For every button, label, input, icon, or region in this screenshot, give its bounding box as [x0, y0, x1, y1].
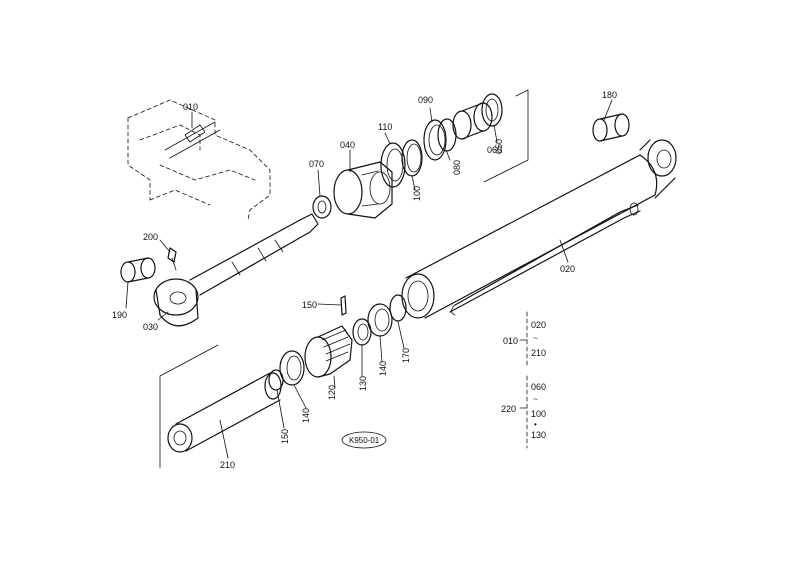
label-170: 170	[401, 348, 411, 363]
collar-070	[312, 195, 332, 219]
cylinder-head-040	[333, 161, 393, 219]
label-120: 120	[327, 385, 337, 400]
ring-110	[380, 142, 406, 188]
piston-120	[304, 325, 353, 378]
label-080: 080	[452, 160, 462, 175]
rod-eye	[153, 278, 199, 327]
label-060: 060	[487, 145, 502, 155]
label-030: 030	[143, 322, 158, 332]
drawing-code: K950-01	[349, 436, 380, 445]
legend-group2-key: 220	[501, 404, 516, 414]
label-180: 180	[602, 90, 617, 100]
legend-group1-sep: ~	[533, 334, 538, 343]
legend-group2-bottom: 130	[531, 430, 546, 440]
label-020: 020	[560, 264, 575, 274]
label-010: 010	[183, 102, 198, 112]
drawing-code-frame	[341, 431, 387, 449]
label-130: 130	[358, 376, 368, 391]
pin-160	[340, 295, 347, 316]
wiper-060	[481, 93, 503, 127]
machine-frame-outline	[127, 99, 271, 221]
ring-170	[389, 294, 407, 322]
cylinder-tube-020	[401, 139, 677, 319]
legend-group1-key: 010	[503, 336, 518, 346]
legend-group2-top: 060	[531, 382, 546, 392]
part-labels: 010 020 030 040 050 060 070 080 090 100 …	[112, 90, 617, 470]
label-200: 200	[143, 232, 158, 242]
label-040: 040	[340, 140, 355, 150]
legend-group1-top: 020	[531, 320, 546, 330]
label-150-upper: 150	[302, 300, 317, 310]
ring-140-lower	[279, 350, 305, 386]
label-050: 050	[494, 139, 504, 154]
label-140-lower: 140	[301, 408, 311, 423]
rod-tube-210	[167, 372, 282, 453]
ring-140-upper	[367, 303, 393, 337]
legend-group1-bottom: 210	[531, 348, 546, 358]
leader-lines	[125, 99, 613, 459]
rod-tube-bracket	[159, 344, 219, 469]
assembly-legend: 010 020 ~ 210 220 060 ~ 100 • 130	[501, 311, 546, 449]
seal-090	[423, 119, 447, 161]
label-140-upper: 140	[378, 361, 388, 376]
bushing-180	[592, 113, 630, 142]
label-150-lower: 150	[280, 429, 290, 444]
legend-group2-sep1: ~	[533, 395, 538, 404]
label-090: 090	[418, 95, 433, 105]
label-070: 070	[309, 159, 324, 169]
ring-150-lower	[268, 369, 284, 391]
seal-kit-bracket	[483, 89, 529, 183]
piston-rod	[189, 213, 319, 296]
label-210: 210	[220, 460, 235, 470]
label-110: 110	[378, 122, 392, 132]
ring-130	[352, 318, 372, 346]
legend-group2-mid: 100	[531, 409, 546, 419]
label-100: 100	[412, 186, 422, 201]
bushing-190	[120, 257, 156, 283]
legend-group2-sep2: •	[534, 420, 537, 429]
grease-nipple-200	[167, 247, 177, 271]
label-190: 190	[112, 310, 127, 320]
